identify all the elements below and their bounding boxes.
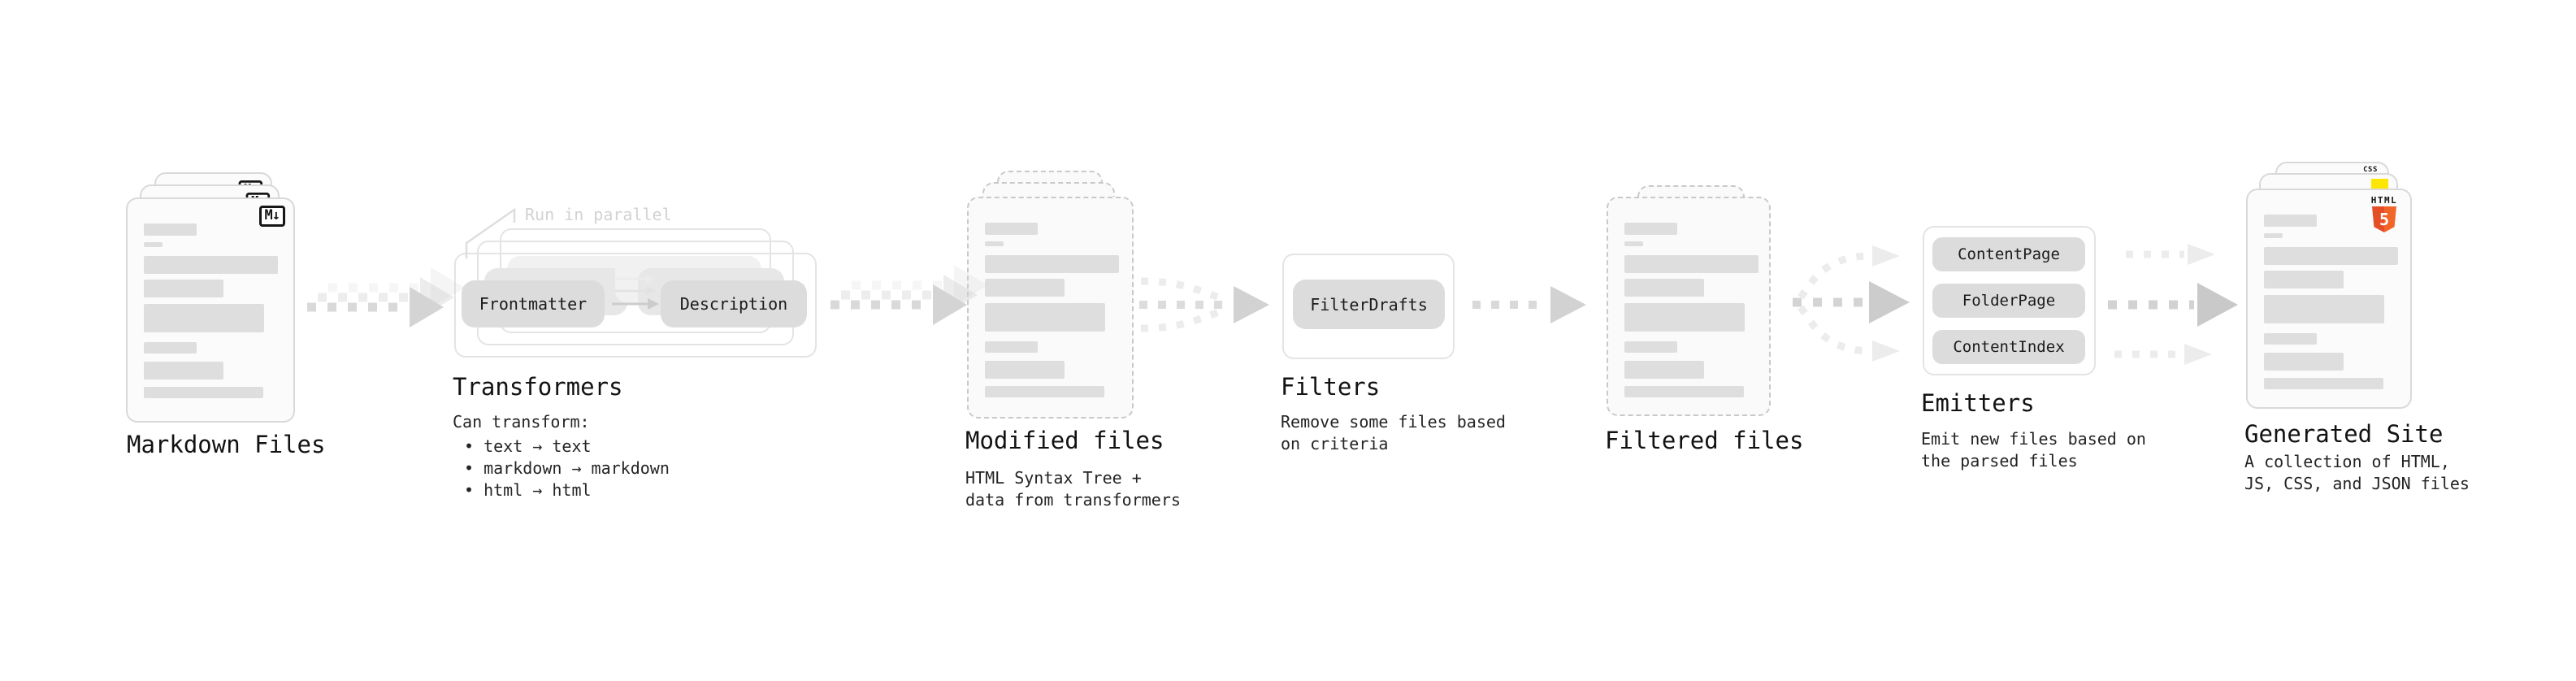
filterdrafts-pill: FilterDrafts [1293, 280, 1445, 329]
desc-line: Emit new files based on [1921, 429, 2146, 449]
placeholder-bar [144, 280, 223, 297]
modified-files-label: Modified files [965, 427, 1164, 454]
desc-line: HTML Syntax Tree + [965, 468, 1142, 488]
desc-line: on criteria [1281, 434, 1389, 453]
placeholder-bar [985, 303, 1105, 332]
filtered-file-card-front [1607, 197, 1771, 416]
desc-line: Remove some files based [1281, 412, 1506, 432]
contentindex-pill: ContentIndex [1932, 330, 2085, 364]
placeholder-bar [2264, 271, 2344, 288]
generated-site-label: Generated Site [2244, 420, 2444, 448]
transform-bullet: html → html [453, 479, 670, 501]
placeholder-bar [144, 342, 197, 354]
placeholder-bar [2264, 295, 2384, 323]
filters-label: Filters [1281, 373, 1381, 401]
placeholder-bar [1624, 361, 1704, 379]
placeholder-bar [144, 242, 163, 247]
placeholder-bar [2264, 215, 2317, 227]
placeholder-bar [985, 241, 1004, 246]
filtered-files-label: Filtered files [1605, 427, 1804, 454]
flow-arrow-filters-to-filtered-icon [1472, 286, 1586, 323]
placeholder-bar [1624, 241, 1643, 246]
transform-bullet: markdown → markdown [453, 458, 670, 479]
transform-bullet: text → text [453, 436, 670, 458]
desc-line: JS, CSS, and JSON files [2244, 474, 2470, 493]
placeholder-bar [1624, 341, 1677, 353]
placeholder-bar [144, 256, 278, 274]
js-badge-icon [2371, 179, 2388, 189]
placeholder-bar [2264, 333, 2317, 345]
run-in-parallel-note: Run in parallel [525, 205, 672, 224]
html5-label: HTML [2370, 195, 2398, 206]
description-pill: Description [661, 280, 807, 327]
modified-files-desc: HTML Syntax Tree + data from transformer… [965, 467, 1181, 511]
placeholder-bar [985, 223, 1038, 235]
markdown-file-card-front: M↓ [126, 197, 295, 423]
placeholder-bar [2264, 233, 2283, 238]
placeholder-bar [985, 255, 1119, 273]
placeholder-bar [1624, 255, 1759, 273]
filters-desc: Remove some files based on criteria [1281, 411, 1506, 455]
flow-arrow-transformers-to-modified-icon [830, 265, 988, 325]
desc-line: the parsed files [1921, 451, 2078, 471]
flow-arrow-filtered-to-emitters-icon [1793, 245, 1910, 362]
placeholder-bar [985, 279, 1065, 297]
placeholder-bar [1624, 279, 1704, 297]
markdown-files-label: Markdown Files [127, 431, 326, 458]
placeholder-bar [144, 223, 197, 236]
placeholder-bar [1624, 303, 1745, 332]
transformers-bullet-list: text → text markdown → markdown html → h… [453, 436, 670, 501]
css-badge-label: CSS [2363, 166, 2378, 174]
generated-site-desc: A collection of HTML, JS, CSS, and JSON … [2244, 451, 2470, 495]
desc-line: A collection of HTML, [2244, 452, 2450, 471]
placeholder-bar [1624, 386, 1744, 397]
flow-arrow-modified-to-filters-icon [1139, 277, 1269, 332]
placeholder-bar [985, 386, 1104, 397]
placeholder-bar [985, 361, 1065, 379]
html5-icon: HTML 5 [2367, 195, 2401, 232]
contentpage-pill: ContentPage [1932, 237, 2085, 271]
flow-arrow-markdown-to-transformers-icon [307, 267, 465, 327]
desc-line: data from transformers [965, 490, 1181, 510]
placeholder-bar [2264, 247, 2398, 265]
flow-arrow-emitters-to-site-icon [2108, 244, 2238, 365]
placeholder-bar [144, 362, 223, 380]
markdown-icon: M↓ [258, 206, 285, 227]
placeholder-bar [2264, 378, 2383, 389]
modified-file-card-front [967, 197, 1134, 419]
transformers-label: Transformers [453, 373, 623, 401]
frontmatter-pill: Frontmatter [462, 280, 605, 327]
transformers-desc-heading: Can transform: [453, 412, 590, 432]
placeholder-bar [2264, 353, 2344, 371]
placeholder-bar [1624, 223, 1677, 235]
emitters-label: Emitters [1921, 389, 2035, 417]
html5-number: 5 [2379, 210, 2390, 229]
placeholder-bar [144, 304, 264, 332]
placeholder-bar [985, 341, 1038, 353]
transformer-stack-box-front [454, 253, 817, 358]
placeholder-bar [144, 387, 263, 398]
html5-shield: 5 [2372, 206, 2396, 232]
generated-html-file-card: HTML 5 [2246, 189, 2412, 409]
emitters-desc: Emit new files based on the parsed files [1921, 428, 2146, 472]
folderpage-pill: FolderPage [1932, 284, 2085, 318]
